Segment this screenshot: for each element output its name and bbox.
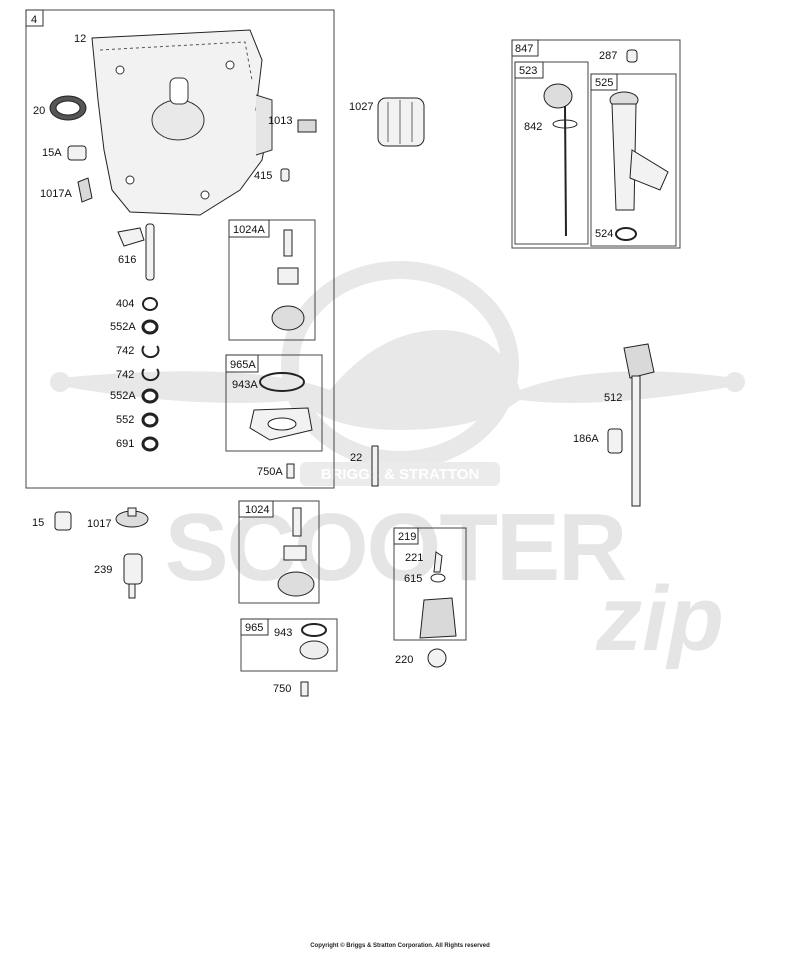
plug-15A-part <box>67 145 87 161</box>
group-tag-523: 523 <box>519 65 537 77</box>
ring-stack <box>141 297 160 452</box>
valve-1017-part <box>115 507 149 528</box>
group-box-1024A <box>228 219 316 341</box>
callout-512: 512 <box>604 392 622 404</box>
callout-22: 22 <box>350 452 362 464</box>
callout-287: 287 <box>599 50 617 62</box>
fitting-186A-part <box>607 428 623 454</box>
fitting-415-part <box>280 168 290 182</box>
crankcase-part <box>91 29 273 216</box>
screw-287-part <box>626 49 638 63</box>
watermark-brand: BRIGGS & STRATTON <box>321 466 480 483</box>
group-box-219 <box>393 527 467 641</box>
callout-20: 20 <box>33 105 45 117</box>
callout-842: 842 <box>524 121 542 133</box>
group-tag-1024: 1024 <box>245 504 269 516</box>
group-tag-1024A: 1024A <box>233 224 265 236</box>
callout-1017: 1017 <box>87 518 111 530</box>
group-tag-965A: 965A <box>230 359 256 371</box>
callout-552: 552 <box>116 414 134 426</box>
callout-616: 616 <box>118 254 136 266</box>
gear-219-part <box>419 551 457 639</box>
callout-labels: 12 20 15A 1017A 1013 415 616 404 552A 74… <box>32 33 622 695</box>
group-tag-847: 847 <box>515 43 533 55</box>
callout-615: 615 <box>404 573 422 585</box>
group-box-525 <box>590 73 677 247</box>
callout-221: 221 <box>405 552 423 564</box>
pump-1024A-part <box>271 229 305 331</box>
valve-1017A-part <box>77 177 93 203</box>
group-tag-219: 219 <box>398 531 416 543</box>
watermark-script: zip <box>595 568 724 670</box>
group-box-1024 <box>238 500 320 604</box>
callout-524: 524 <box>595 228 613 240</box>
callout-943A: 943A <box>232 379 258 391</box>
group-tag-4: 4 <box>31 14 37 26</box>
callout-1013: 1013 <box>268 115 292 127</box>
pump-1024-part <box>277 507 315 597</box>
group-box-4 <box>25 9 335 489</box>
callout-404: 404 <box>116 298 134 310</box>
callout-415: 415 <box>254 170 272 182</box>
copyright-notice: Copyright © Briggs & Stratton Corporatio… <box>310 943 490 949</box>
callout-12: 12 <box>74 33 86 45</box>
plate-965-part <box>299 623 329 660</box>
dipstick-tube-512-part <box>623 343 655 507</box>
shaft-616-part <box>117 223 155 281</box>
callout-220: 220 <box>395 654 413 666</box>
callout-186A: 186A <box>573 433 599 445</box>
bolt-750-part <box>300 681 309 697</box>
callout-239: 239 <box>94 564 112 576</box>
group-box-847 <box>511 39 681 249</box>
group-box-523 <box>514 61 589 245</box>
bolt-750A-part <box>286 463 295 479</box>
plate-965A-part <box>249 372 313 441</box>
group-box-965 <box>240 618 338 672</box>
seal-part <box>49 95 87 121</box>
group-tag-525: 525 <box>595 77 613 89</box>
callout-552A-b: 552A <box>110 390 136 402</box>
callout-750: 750 <box>273 683 291 695</box>
governor-239-part <box>123 553 143 599</box>
callout-552A: 552A <box>110 321 136 333</box>
group-box-965A <box>225 354 323 452</box>
callout-1017A: 1017A <box>40 188 72 200</box>
bolt-22-part <box>371 445 379 487</box>
nut-15-part <box>54 511 72 531</box>
callout-750A: 750A <box>257 466 283 478</box>
callout-15: 15 <box>32 517 44 529</box>
callout-943: 943 <box>274 627 292 639</box>
callout-15A: 15A <box>42 147 62 159</box>
callout-742-a: 742 <box>116 345 134 357</box>
gear-220-part <box>427 648 447 668</box>
screen-1013-part <box>297 119 317 133</box>
callout-742-b: 742 <box>116 369 134 381</box>
dipstick-842-part <box>543 83 578 237</box>
watermark-word: SCOOTER <box>165 494 626 601</box>
callout-1027: 1027 <box>349 101 373 113</box>
group-tag-965: 965 <box>245 622 263 634</box>
oil-filter-part <box>377 97 425 147</box>
callout-691: 691 <box>116 438 134 450</box>
fill-tube-525-part <box>609 91 669 241</box>
